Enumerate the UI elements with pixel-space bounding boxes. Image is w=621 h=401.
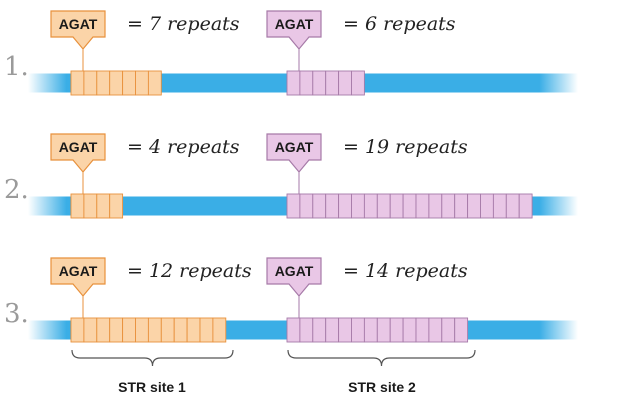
site2-repeat-block: [286, 70, 365, 96]
site1-repeat-count: = 7 repeats: [127, 13, 240, 35]
site1-repeat-unit: [83, 70, 98, 96]
site1-repeat-unit: [186, 317, 201, 343]
site1-repeat-unit: [70, 317, 85, 343]
site2-repeat-unit: [441, 193, 456, 219]
site2-repeat-unit: [312, 70, 327, 96]
site1-motif-label: AGAT: [59, 263, 98, 279]
site1-repeat-count: = 4 repeats: [127, 136, 240, 158]
site1-repeat-unit: [160, 317, 175, 343]
site2-repeat-unit: [325, 317, 340, 343]
site1-repeat-block: [70, 317, 227, 343]
site1-repeat-unit: [70, 193, 85, 219]
site2-repeat-unit: [389, 193, 404, 219]
site2-repeat-unit: [351, 193, 365, 219]
site2-repeat-unit: [338, 317, 352, 343]
site2-repeat-unit: [338, 70, 352, 96]
site2-repeat-unit: [363, 193, 378, 219]
site1-motif-label: AGAT: [59, 139, 98, 155]
site2-repeat-block: [286, 193, 533, 219]
site2-repeat-unit: [312, 193, 327, 219]
site1-repeat-unit: [96, 317, 111, 343]
site1-repeat-unit: [83, 193, 98, 219]
site1-repeat-unit: [147, 70, 162, 96]
str-row-3: AGAT = 12 repeats AGAT = 14 repeats 3.: [4, 257, 578, 343]
site2-repeat-unit: [402, 317, 417, 343]
site1-repeat-block: [70, 70, 162, 96]
site2-repeat-unit: [518, 193, 533, 219]
site2-repeat-unit: [363, 317, 378, 343]
site1-repeat-unit: [96, 193, 111, 219]
site2-repeat-unit: [389, 317, 404, 343]
site2-repeat-unit: [351, 317, 365, 343]
site2-repeat-count: = 14 repeats: [343, 260, 468, 282]
site2-repeat-count: = 6 repeats: [343, 13, 456, 35]
row-number: 2.: [4, 175, 29, 205]
site2-label: STR site 2: [348, 379, 416, 395]
site2-repeat-unit: [286, 193, 301, 219]
site1-repeat-unit: [83, 317, 98, 343]
site2-motif-tag: [266, 10, 322, 50]
site2-repeat-unit: [454, 193, 469, 219]
site2-motif-label: AGAT: [275, 139, 314, 155]
site1-label: STR site 1: [118, 379, 186, 395]
site2-motif-tag: [266, 257, 322, 297]
row-number: 1.: [4, 52, 29, 82]
site2-repeat-unit: [467, 193, 481, 219]
site2-repeat-unit: [286, 317, 301, 343]
site1-repeat-unit: [135, 317, 149, 343]
site1-repeat-unit: [109, 193, 124, 219]
site2-repeat-unit: [441, 317, 456, 343]
site2-repeat-unit: [299, 317, 314, 343]
site1-repeat-block: [70, 193, 124, 219]
site1-repeat-unit: [70, 70, 85, 96]
site2-repeat-count: = 19 repeats: [343, 136, 468, 158]
site2-repeat-unit: [338, 193, 352, 219]
str-row-2: AGAT = 4 repeats AGAT = 19 repeats 2.: [4, 133, 578, 219]
str-row-1: AGAT = 7 repeats AGAT = 6 repeats 1.: [4, 10, 578, 96]
site1-repeat-unit: [199, 317, 214, 343]
site1-bracket: [71, 349, 234, 367]
site1-repeat-unit: [212, 317, 227, 343]
site2-repeat-unit: [480, 193, 494, 219]
site2-motif-label: AGAT: [275, 16, 314, 32]
site2-repeat-unit: [428, 317, 443, 343]
site2-motif-label: AGAT: [275, 263, 314, 279]
site2-repeat-unit: [402, 193, 417, 219]
site1-repeat-unit: [173, 317, 188, 343]
site2-repeat-unit: [325, 193, 340, 219]
site1-repeat-unit: [147, 317, 162, 343]
site2-repeat-block: [286, 317, 469, 343]
site1-repeat-unit: [122, 317, 136, 343]
site2-repeat-unit: [415, 317, 430, 343]
row-number: 3.: [4, 299, 29, 329]
site2-repeat-unit: [312, 317, 327, 343]
site2-repeat-unit: [299, 193, 314, 219]
site1-motif-tag: [50, 133, 106, 173]
site2-repeat-unit: [428, 193, 443, 219]
site2-repeat-unit: [376, 193, 391, 219]
site2-repeat-unit: [286, 70, 301, 96]
site1-repeat-unit: [109, 317, 124, 343]
site1-repeat-count: = 12 repeats: [127, 260, 252, 282]
site2-motif-tag: [266, 133, 322, 173]
site1-repeat-unit: [135, 70, 149, 96]
site2-repeat-unit: [299, 70, 314, 96]
site2-repeat-unit: [415, 193, 430, 219]
site1-repeat-unit: [109, 70, 124, 96]
site1-motif-tag: [50, 257, 106, 297]
site2-bracket: [287, 349, 476, 367]
site1-repeat-unit: [96, 70, 111, 96]
site2-repeat-unit: [351, 70, 365, 96]
site2-repeat-unit: [492, 193, 507, 219]
site2-repeat-unit: [376, 317, 391, 343]
site2-repeat-unit: [325, 70, 340, 96]
site1-motif-label: AGAT: [59, 16, 98, 32]
site2-repeat-unit: [505, 193, 520, 219]
site1-repeat-unit: [122, 70, 136, 96]
site2-repeat-unit: [454, 317, 469, 343]
site1-motif-tag: [50, 10, 106, 50]
